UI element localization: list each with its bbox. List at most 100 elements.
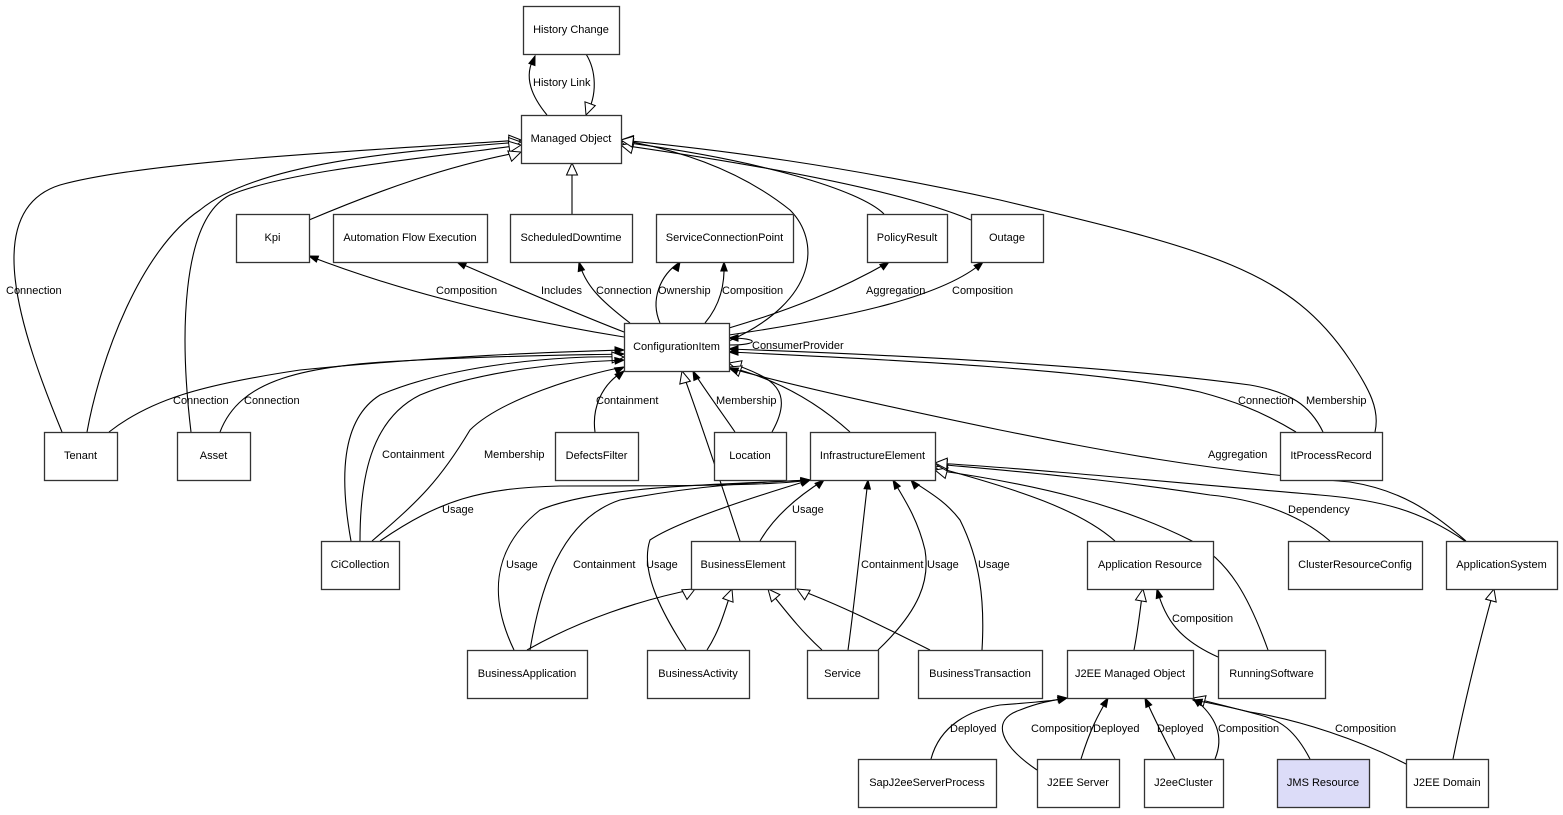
edge-it-process-record-to-managed-object[interactable] xyxy=(619,135,1377,433)
node-location[interactable]: Location xyxy=(713,431,788,482)
edge-business-element-to-infrastructure-element[interactable] xyxy=(759,479,826,542)
node-jms-resource[interactable]: JMS Resource xyxy=(1276,758,1371,809)
node-box[interactable] xyxy=(554,431,640,482)
edge-application-resource-to-infrastructure-element[interactable] xyxy=(933,464,1116,542)
edge-j2ee-domain-to-j2ee-managed-object[interactable] xyxy=(1191,698,1409,766)
edge-it-process-record-to-configuration-item[interactable] xyxy=(727,345,1324,433)
node-policy-result[interactable]: PolicyResult xyxy=(866,213,949,264)
node-cluster-resource-config[interactable]: ClusterResourceConfig xyxy=(1287,540,1424,591)
node-configuration-item[interactable]: ConfigurationItem xyxy=(623,322,731,373)
edge-configuration-item-to-policy-result[interactable] xyxy=(728,261,891,329)
edge-asset-to-managed-object[interactable] xyxy=(184,140,523,433)
edge-configuration-item-to-afe[interactable] xyxy=(455,261,625,333)
edge-ci-collection-to-configuration-item[interactable] xyxy=(371,366,626,542)
edge-line[interactable] xyxy=(86,141,522,433)
edge-service-to-infrastructure-element[interactable] xyxy=(847,478,872,651)
node-box[interactable] xyxy=(176,431,252,482)
edge-line[interactable] xyxy=(13,139,522,433)
edge-line[interactable] xyxy=(1192,697,1311,760)
node-history-change[interactable]: History Change xyxy=(522,5,621,56)
edge-business-transaction-to-business-element[interactable] xyxy=(795,588,931,651)
edge-line[interactable] xyxy=(728,367,1467,542)
edge-line[interactable] xyxy=(646,479,811,651)
node-box[interactable] xyxy=(1036,758,1121,809)
edge-business-activity-to-business-element[interactable] xyxy=(706,587,734,651)
edge-line[interactable] xyxy=(934,462,1466,542)
edge-line[interactable] xyxy=(456,261,625,333)
edge-configuration-item-to-scp[interactable] xyxy=(704,260,728,324)
node-box[interactable] xyxy=(320,540,401,591)
edge-line[interactable] xyxy=(877,479,927,651)
edge-running-software-to-infrastructure-element[interactable] xyxy=(933,467,1269,651)
node-box[interactable] xyxy=(1066,649,1195,700)
edge-tenant-to-managed-object[interactable] xyxy=(13,134,523,433)
node-box[interactable] xyxy=(1276,758,1371,809)
node-application-resource[interactable]: Application Resource xyxy=(1086,540,1215,591)
edge-scheduled-downtime-to-managed-object[interactable] xyxy=(565,161,579,214)
edge-application-system-to-infrastructure-element[interactable] xyxy=(933,457,1466,542)
node-box[interactable] xyxy=(1143,758,1225,809)
edge-managed-object-to-history-change[interactable] xyxy=(528,54,548,116)
edge-j2ee-server-to-j2ee-managed-object[interactable] xyxy=(1080,696,1109,760)
edge-line[interactable] xyxy=(620,141,885,215)
node-box[interactable] xyxy=(509,213,634,264)
edge-running-software-to-application-resource[interactable] xyxy=(1155,587,1219,658)
node-business-transaction[interactable]: BusinessTransaction xyxy=(917,649,1044,700)
edge-business-element-to-configuration-item[interactable] xyxy=(679,369,741,542)
node-box[interactable] xyxy=(857,758,998,809)
edge-line[interactable] xyxy=(1452,588,1495,760)
node-application-system[interactable]: ApplicationSystem xyxy=(1445,540,1559,591)
edge-j2ee-cluster-to-j2ee-managed-object[interactable] xyxy=(1144,696,1176,760)
node-scheduled-downtime[interactable]: ScheduledDowntime xyxy=(509,213,634,264)
edge-line[interactable] xyxy=(728,261,890,329)
edge-line[interactable] xyxy=(308,255,625,338)
node-box[interactable] xyxy=(1287,540,1424,591)
edge-configuration-item-to-outage[interactable] xyxy=(728,261,985,336)
node-box[interactable] xyxy=(1086,540,1215,591)
node-kpi[interactable]: Kpi xyxy=(235,213,311,264)
node-box[interactable] xyxy=(713,431,788,482)
node-box[interactable] xyxy=(520,114,623,165)
edge-line[interactable] xyxy=(847,479,869,651)
node-ci-collection[interactable]: CiCollection xyxy=(320,540,401,591)
edge-business-transaction-to-infrastructure-element[interactable] xyxy=(910,478,984,651)
edge-line[interactable] xyxy=(728,348,1324,433)
edge-line[interactable] xyxy=(681,370,741,542)
edge-j2ee-domain-to-application-system[interactable] xyxy=(1452,587,1497,760)
node-scp[interactable]: ServiceConnectionPoint xyxy=(655,213,795,264)
node-j2ee-managed-object[interactable]: J2EE Managed Object xyxy=(1066,649,1195,700)
edge-business-application-to-business-element[interactable] xyxy=(526,588,697,651)
node-j2ee-domain[interactable]: J2EE Domain xyxy=(1405,758,1490,809)
edge-line[interactable] xyxy=(184,144,522,433)
edge-asset-to-configuration-item[interactable] xyxy=(219,350,626,433)
edge-configuration-item-to-scheduled-downtime[interactable] xyxy=(577,260,631,324)
edge-service-to-infrastructure-element[interactable] xyxy=(877,478,927,651)
node-managed-object[interactable]: Managed Object xyxy=(520,114,623,165)
node-box[interactable] xyxy=(1405,758,1490,809)
edge-line[interactable] xyxy=(728,351,1297,433)
edge-policy-result-to-managed-object[interactable] xyxy=(619,137,885,215)
node-j2ee-server[interactable]: J2EE Server xyxy=(1036,758,1121,809)
node-box[interactable] xyxy=(522,5,621,56)
edge-line[interactable] xyxy=(620,139,1377,433)
edge-line[interactable] xyxy=(934,466,1116,542)
edge-j2ee-server-to-j2ee-managed-object[interactable] xyxy=(1001,696,1069,771)
edge-line[interactable] xyxy=(796,588,931,651)
edge-line[interactable] xyxy=(497,479,811,651)
edge-line[interactable] xyxy=(344,356,625,542)
node-outage[interactable]: Outage xyxy=(970,213,1045,264)
node-it-process-record[interactable]: ItProcessRecord xyxy=(1279,431,1384,482)
edge-line[interactable] xyxy=(526,588,696,651)
edge-history-change-to-managed-object[interactable] xyxy=(584,53,597,117)
edge-ci-collection-to-configuration-item[interactable] xyxy=(359,356,626,542)
edge-line[interactable] xyxy=(728,366,851,433)
edge-line[interactable] xyxy=(108,349,625,433)
node-business-application[interactable]: BusinessApplication xyxy=(466,649,589,700)
edge-configuration-item-to-kpi[interactable] xyxy=(307,255,625,338)
edge-configuration-item-to-scp[interactable] xyxy=(655,260,681,324)
edge-it-process-record-to-configuration-item[interactable] xyxy=(727,348,1297,433)
node-box[interactable] xyxy=(806,649,880,700)
edge-line[interactable] xyxy=(371,366,625,542)
node-box[interactable] xyxy=(623,322,731,373)
edge-line[interactable] xyxy=(934,463,1331,542)
